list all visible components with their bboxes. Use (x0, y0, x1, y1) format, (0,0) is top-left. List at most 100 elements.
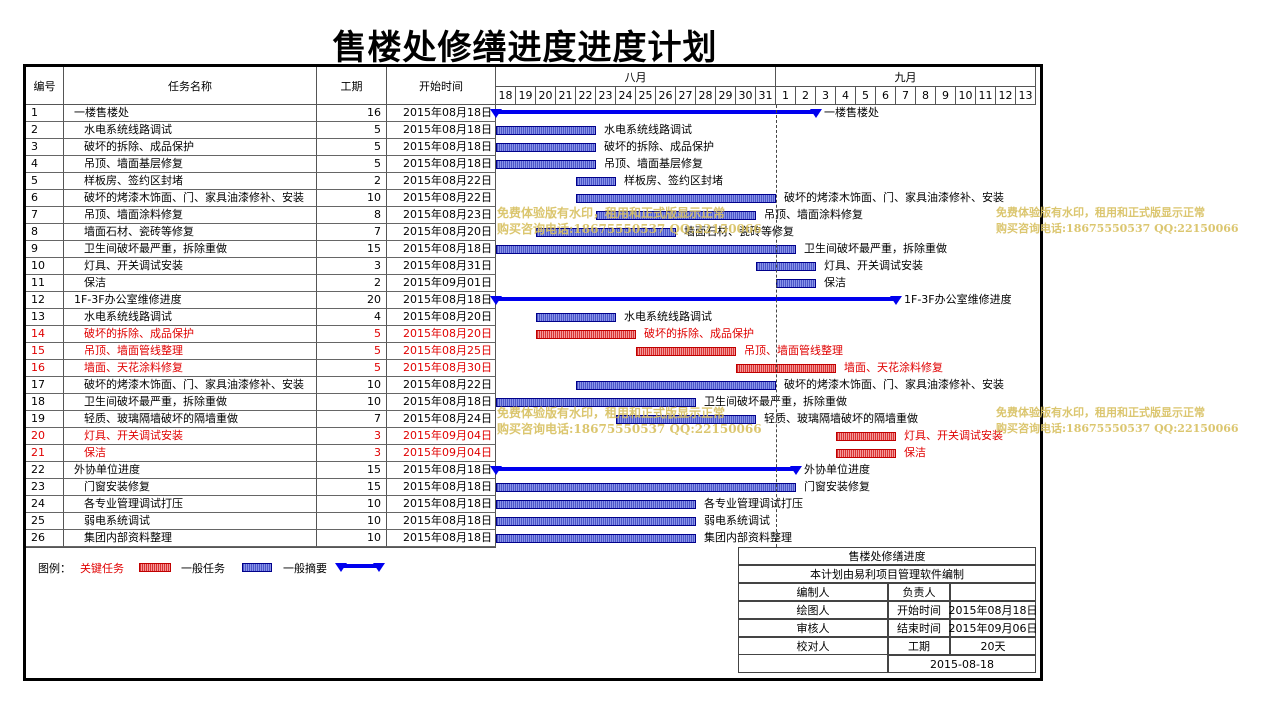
bar-label: 门窗安装修复 (804, 480, 870, 493)
summary-bar[interactable] (490, 109, 822, 118)
task-bar[interactable] (776, 279, 816, 288)
task-name: 一楼售楼处 (64, 105, 317, 122)
task-bar[interactable] (496, 398, 696, 407)
task-bar[interactable] (576, 194, 776, 203)
day-cell: 21 (556, 87, 576, 105)
task-name: 卫生间破坏最严重，拆除重做 (64, 394, 317, 411)
task-id: 1 (26, 105, 64, 122)
critical-task-bar[interactable] (836, 449, 896, 458)
task-start: 2015年08月23日 (387, 207, 496, 224)
task-bar[interactable] (596, 211, 756, 220)
page-title: 售楼处修缮进度进度计划 (332, 28, 718, 68)
info-start-label: 开始时间 (888, 601, 950, 619)
task-name: 轻质、玻璃隔墙破坏的隔墙重做 (64, 411, 317, 428)
task-name: 保洁 (64, 275, 317, 292)
task-id: 3 (26, 139, 64, 156)
critical-task-bar[interactable] (736, 364, 836, 373)
summary-bar[interactable] (490, 466, 802, 475)
task-duration: 10 (317, 394, 387, 411)
bar-label: 1F-3F办公室维修进度 (904, 293, 1012, 306)
day-cell: 29 (716, 87, 736, 105)
legend-critical-swatch (139, 563, 171, 572)
task-name: 外协单位进度 (64, 462, 317, 479)
task-duration: 10 (317, 530, 387, 547)
watermark-line1-a: 免费体验版有水印，租用和正式版显示正常 (497, 206, 726, 220)
header-month-august: 八月 (496, 67, 776, 87)
task-bar[interactable] (616, 415, 756, 424)
task-bar[interactable] (576, 381, 776, 390)
bar-label: 吊顶、墙面基层修复 (604, 157, 703, 170)
task-bar[interactable] (576, 177, 616, 186)
legend-summary-swatch (335, 563, 385, 572)
task-id: 24 (26, 496, 64, 513)
task-id: 11 (26, 275, 64, 292)
task-name: 破坏的烤漆木饰面、门、家具油漆修补、安装 (64, 377, 317, 394)
task-bar[interactable] (496, 126, 596, 135)
task-name: 吊顶、墙面基层修复 (64, 156, 317, 173)
task-start: 2015年08月18日 (387, 479, 496, 496)
critical-task-bar[interactable] (536, 330, 636, 339)
bar-label: 破坏的拆除、成品保护 (604, 140, 714, 153)
day-cell: 31 (756, 87, 776, 105)
info-reviewer: 审核人 (738, 619, 888, 637)
task-duration: 5 (317, 156, 387, 173)
day-cell: 3 (816, 87, 836, 105)
task-start: 2015年08月18日 (387, 462, 496, 479)
task-name: 水电系统线路调试 (64, 122, 317, 139)
watermark-line2-c: 购买咨询电话:18675550537 QQ:22150066 (497, 422, 762, 436)
task-bar[interactable] (496, 483, 796, 492)
info-owner: 负责人 (888, 583, 950, 601)
task-name: 破坏的烤漆木饰面、门、家具油漆修补、安装 (64, 190, 317, 207)
task-duration: 16 (317, 105, 387, 122)
task-duration: 5 (317, 122, 387, 139)
day-cell: 23 (596, 87, 616, 105)
task-duration: 4 (317, 309, 387, 326)
task-duration: 15 (317, 241, 387, 258)
task-bar[interactable] (496, 534, 696, 543)
legend-summary-label: 一般摘要 (283, 562, 327, 575)
task-id: 14 (26, 326, 64, 343)
task-duration: 5 (317, 360, 387, 377)
task-duration: 3 (317, 445, 387, 462)
legend-critical-label: 关键任务 (80, 562, 124, 575)
task-duration: 15 (317, 462, 387, 479)
info-date: 2015-08-18 (888, 655, 1036, 673)
task-name: 门窗安装修复 (64, 479, 317, 496)
summary-bar[interactable] (490, 296, 902, 305)
bar-label: 轻质、玻璃隔墙破坏的隔墙重做 (764, 412, 918, 425)
bar-label: 弱电系统调试 (704, 514, 770, 527)
task-bar[interactable] (536, 228, 676, 237)
task-duration: 5 (317, 326, 387, 343)
task-name: 墙面、天花涂料修复 (64, 360, 317, 377)
critical-task-bar[interactable] (636, 347, 736, 356)
day-cell: 6 (876, 87, 896, 105)
task-duration: 3 (317, 258, 387, 275)
task-start: 2015年08月22日 (387, 377, 496, 394)
task-bar[interactable] (756, 262, 816, 271)
bar-label: 一楼售楼处 (824, 106, 879, 119)
task-bar[interactable] (496, 245, 796, 254)
task-id: 20 (26, 428, 64, 445)
task-bar[interactable] (496, 500, 696, 509)
task-start: 2015年09月04日 (387, 445, 496, 462)
task-bar[interactable] (536, 313, 616, 322)
task-bar[interactable] (496, 517, 696, 526)
task-name: 集团内部资料整理 (64, 530, 317, 547)
critical-task-bar[interactable] (836, 432, 896, 441)
task-id: 26 (26, 530, 64, 547)
bar-label: 卫生间破坏最严重，拆除重做 (804, 242, 947, 255)
task-bar[interactable] (496, 143, 596, 152)
watermark-line1-c: 免费体验版有水印，租用和正式版显示正常 (497, 406, 726, 420)
info-end-label: 结束时间 (888, 619, 950, 637)
info-duration-label: 工期 (888, 637, 950, 655)
task-bar[interactable] (496, 160, 596, 169)
task-duration: 20 (317, 292, 387, 309)
task-start: 2015年08月20日 (387, 326, 496, 343)
task-start: 2015年08月18日 (387, 122, 496, 139)
day-cell: 1 (776, 87, 796, 105)
day-cell: 2 (796, 87, 816, 105)
task-start: 2015年08月18日 (387, 292, 496, 309)
task-id: 7 (26, 207, 64, 224)
day-cell: 30 (736, 87, 756, 105)
task-start: 2015年08月18日 (387, 513, 496, 530)
